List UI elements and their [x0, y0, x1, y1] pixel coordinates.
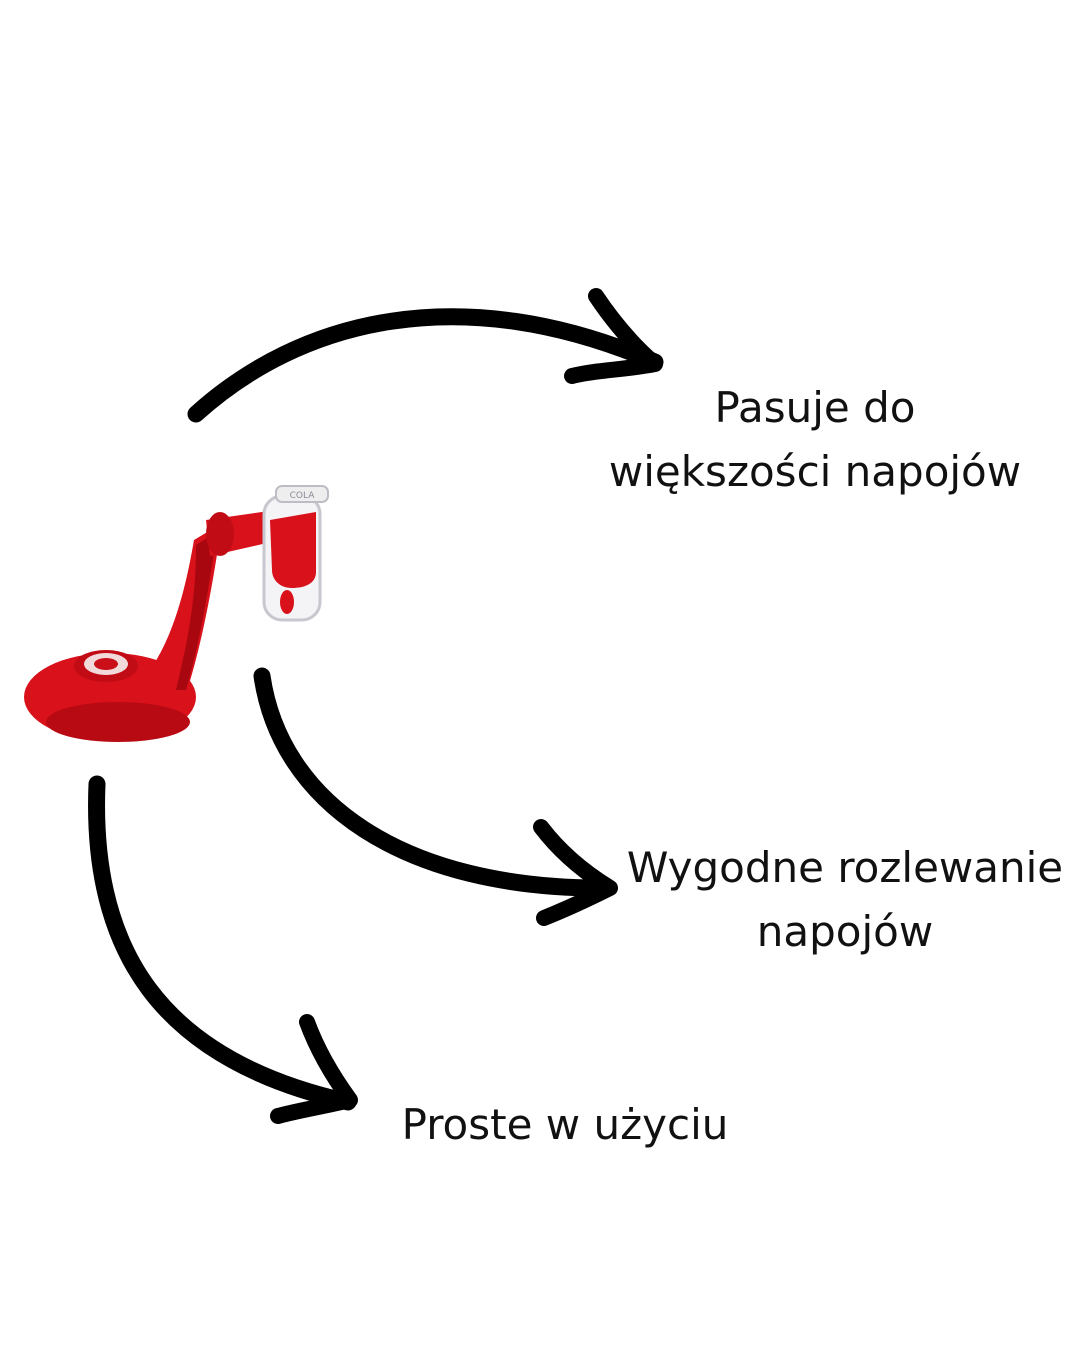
label-fits-line-2: większości napojów [608, 447, 1022, 496]
valve-red-tip [280, 590, 294, 614]
valve-red-body [270, 512, 316, 588]
dispenser-arm-shade [176, 535, 214, 690]
bottle-socket-hole [94, 658, 118, 670]
label-pouring-line-2: napojów [756, 907, 934, 956]
label-fits-line-1: Pasuje do [714, 383, 916, 432]
arrow-middle-curve [253, 667, 617, 897]
label-easy-line-1: Proste w użyciu [401, 1100, 729, 1149]
arrow-top-curve [187, 308, 664, 423]
arrow-bottom-curve [88, 775, 357, 1111]
dispenser-base-shadow [46, 702, 190, 742]
arrow-bottom-head [270, 1014, 358, 1124]
arrow-top-head [564, 288, 663, 384]
label-pouring-line-1: Wygodne rozlewanie [626, 843, 1064, 892]
label-fits-most-drinks: Pasuje do większości napojów [560, 376, 1070, 504]
bottle-dispenser-tap-icon: COLA [24, 485, 329, 742]
dispenser-pipe-end [206, 512, 234, 556]
label-comfortable-pouring: Wygodne rozlewanie napojów [610, 836, 1080, 964]
label-easy-to-use: Proste w użyciu [360, 1093, 770, 1157]
arrow-middle-head [533, 819, 618, 926]
valve-lever-text: COLA [290, 491, 316, 501]
valve-clear-lever [275, 485, 329, 503]
